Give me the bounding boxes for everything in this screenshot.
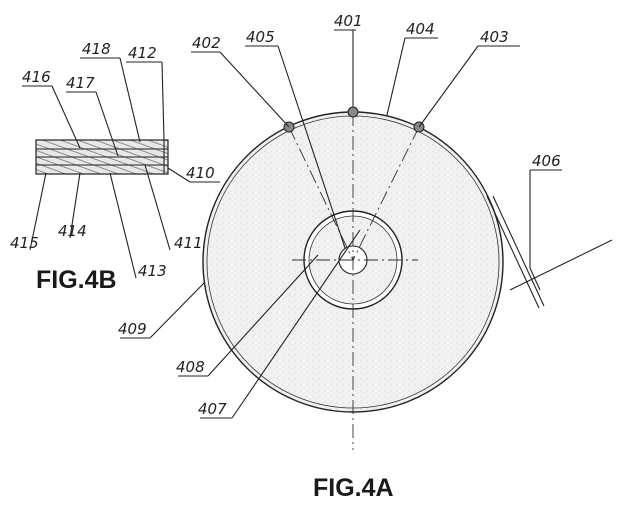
figure-caption-4b: FIG.4B — [36, 266, 117, 294]
ref-410: 410 — [186, 164, 215, 182]
leader-408-diag — [207, 254, 319, 377]
ref-413: 413 — [138, 262, 167, 280]
leader-416-diag — [51, 85, 81, 149]
ref-414: 414 — [58, 222, 87, 240]
ref-418: 418 — [82, 40, 111, 58]
ref-415: 415 — [10, 234, 39, 252]
ref-404: 404 — [406, 20, 435, 38]
leader-402-diag — [219, 51, 290, 128]
ref-416: 416 — [22, 68, 51, 86]
ref-407: 407 — [198, 400, 227, 418]
fig-4b-leaders — [22, 57, 220, 279]
fig-4b-labels: 416 417 418 412 410 411 413 414 415 — [10, 40, 215, 280]
leader-415 — [29, 172, 47, 251]
ref-403: 403 — [480, 28, 509, 46]
fig-4a-leaders — [120, 29, 562, 419]
ref-405: 405 — [246, 28, 275, 46]
ref-409: 409 — [118, 320, 147, 338]
dimension-tick-406 — [529, 267, 541, 291]
tangent-line-406-a — [486, 195, 540, 309]
leader-418-diag — [119, 57, 141, 143]
fig-4a-disc — [202, 88, 613, 450]
figure-caption-4a: FIG.4A — [313, 474, 394, 502]
ref-406: 406 — [532, 152, 561, 170]
fig-4b-layers — [35, 139, 169, 175]
marker-401 — [347, 106, 359, 118]
leader-417-diag — [95, 91, 119, 157]
ref-411: 411 — [174, 234, 203, 252]
leader-411 — [144, 164, 171, 251]
leader-409-diag — [149, 281, 206, 339]
leader-407-diag — [231, 229, 361, 419]
ref-408: 408 — [176, 358, 205, 376]
leader-414 — [69, 172, 81, 239]
ref-417: 417 — [66, 74, 95, 92]
fig-4a-labels: 402 405 401 404 403 406 409 408 407 — [118, 12, 561, 418]
leader-410 — [167, 167, 191, 183]
ref-402: 402 — [192, 34, 221, 52]
ref-412: 412 — [128, 44, 157, 62]
ref-401: 401 — [334, 12, 363, 30]
diagonal-centerline-left — [288, 126, 354, 261]
leader-403-diag — [418, 45, 479, 128]
leader-405-diag — [277, 45, 346, 249]
leader-413 — [109, 172, 137, 279]
tangent-line-406-b — [492, 195, 545, 307]
dimension-arrow-406 — [509, 239, 613, 291]
leader-404-diag — [386, 37, 406, 116]
leader-412-diag — [161, 61, 165, 141]
diagonal-centerline-right — [352, 126, 420, 261]
